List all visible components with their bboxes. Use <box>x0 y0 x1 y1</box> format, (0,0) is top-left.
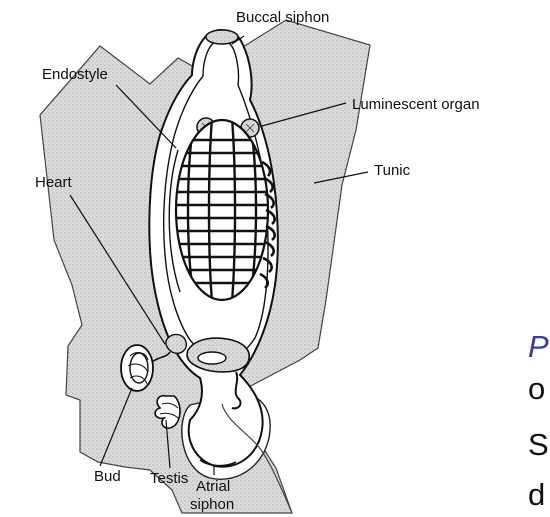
cropped-text-line2: o <box>528 372 545 406</box>
label-heart: Heart <box>35 174 72 191</box>
cropped-text-line1: P <box>528 330 549 364</box>
stomach <box>198 352 226 364</box>
label-endostyle: Endostyle <box>42 66 108 83</box>
label-testis: Testis <box>150 470 188 487</box>
heart-organ <box>166 335 186 354</box>
label-bud: Bud <box>94 468 121 485</box>
label-tunic: Tunic <box>374 162 410 179</box>
label-buccal-siphon: Buccal siphon <box>236 9 329 26</box>
label-atrial-siphon-line2: siphon <box>190 496 234 513</box>
label-luminescent-organ: Luminescent organ <box>352 96 480 113</box>
cropped-text-line3: S <box>528 428 549 462</box>
cropped-text-line4: d <box>528 478 545 512</box>
buccal-siphon-opening <box>206 30 238 44</box>
label-atrial-siphon-line1: Atrial <box>196 478 230 495</box>
